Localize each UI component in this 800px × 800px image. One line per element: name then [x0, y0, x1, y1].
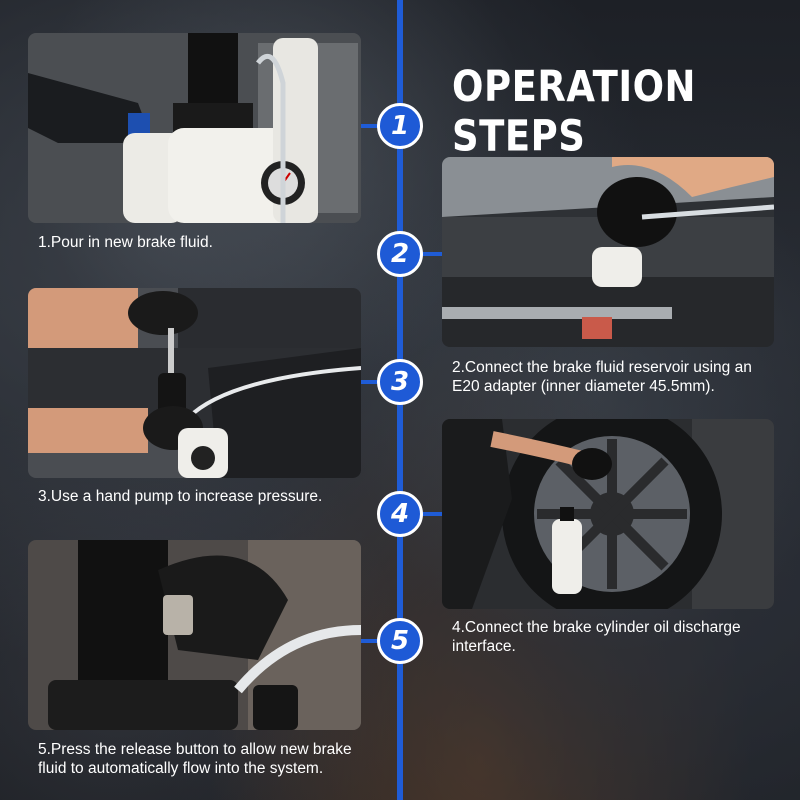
step-number-4: 4 — [377, 491, 423, 537]
step-1-caption: 1.Pour in new brake fluid. — [38, 234, 213, 251]
release-button-photo — [28, 540, 361, 730]
page-title: OPERATION STEPS — [452, 62, 697, 161]
step-2-caption: 2.Connect the brake fluid reservoir usin… — [452, 359, 752, 395]
step-5-caption: 5.Press the release button to allow new … — [38, 741, 352, 777]
step-number-5: 5 — [377, 618, 423, 664]
reservoir-adapter-photo — [442, 157, 774, 347]
hand-pump-photo — [28, 288, 361, 478]
step-3-caption: 3.Use a hand pump to increase pressure. — [38, 488, 323, 505]
step-4-caption: 4.Connect the brake cylinder oil dischar… — [452, 619, 741, 655]
wheel-discharge-photo — [442, 419, 774, 609]
step-number-2: 2 — [377, 231, 423, 277]
step-number-1: 1 — [377, 103, 423, 149]
pouring-brake-fluid-photo — [28, 33, 361, 223]
step-number-3: 3 — [377, 359, 423, 405]
